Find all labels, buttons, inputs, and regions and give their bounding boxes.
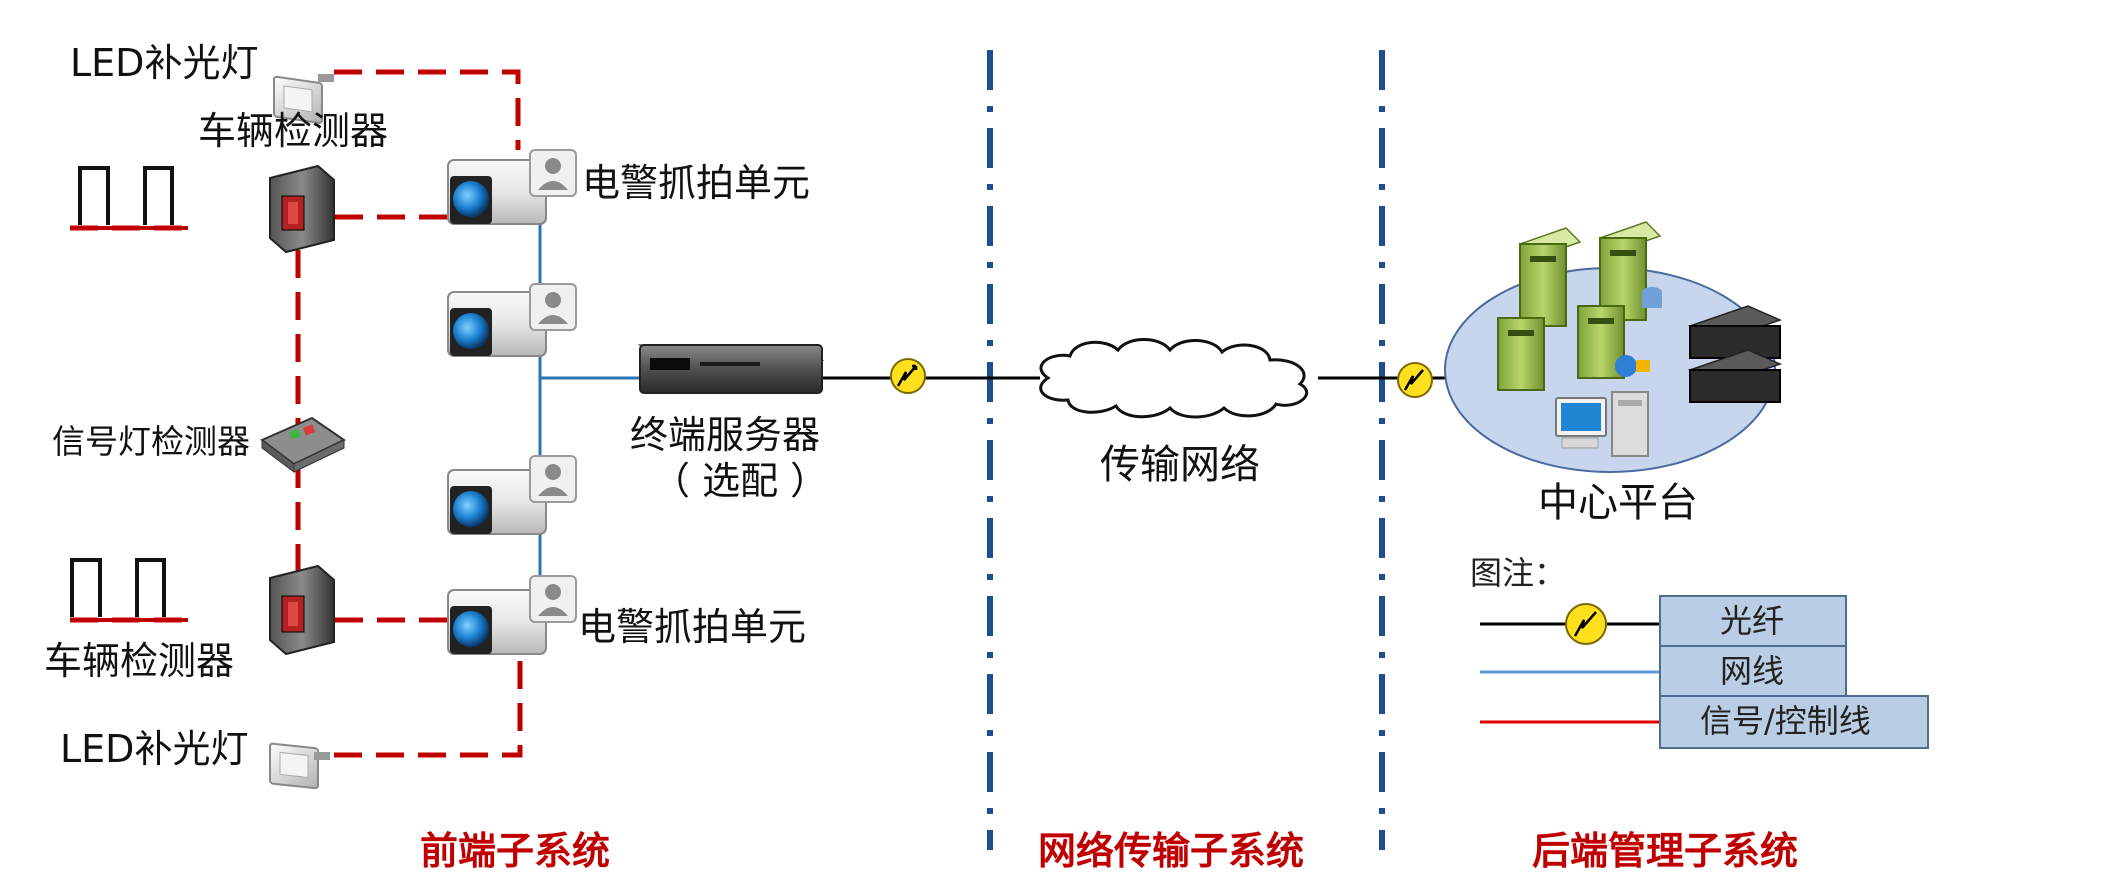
section-title-backend: 后端管理子系统	[1532, 829, 1798, 873]
vehicle-detector-label-bottom: 车辆检测器	[44, 639, 234, 683]
capture-unit-label-top: 电警抓拍单元	[582, 161, 810, 205]
section-title-front: 前端子系统	[420, 829, 610, 873]
fiber-coupler-icon	[1397, 362, 1433, 398]
ground-loop-icon	[70, 166, 188, 230]
legend: 图注： 光纤 网线 信号/控制线	[1470, 554, 1929, 749]
led-light-icon	[273, 74, 334, 124]
capture-camera-icon	[447, 455, 577, 535]
capture-unit-label-bottom: 电警抓拍单元	[578, 605, 806, 649]
led-light-label-top: LED补光灯	[70, 41, 258, 85]
vehicle-detector-icon	[269, 564, 335, 656]
capture-camera-icon	[447, 283, 577, 357]
led-light-label-bottom: LED补光灯	[60, 727, 248, 771]
legend-item-fiber: 光纤	[1720, 602, 1784, 640]
server-icon	[1518, 227, 1582, 327]
network-cable-lines	[538, 190, 645, 620]
terminal-server-label: 终端服务器	[630, 413, 820, 457]
server-icon	[1577, 305, 1650, 379]
center-platform-label: 中心平台	[1538, 480, 1698, 526]
terminal-server-note: （ 选配 ）	[652, 459, 828, 503]
terminal-server-icon	[637, 344, 825, 394]
section-title-network: 网络传输子系统	[1038, 829, 1304, 873]
server-icon	[1497, 317, 1545, 391]
computer-icon	[1555, 391, 1649, 457]
vehicle-detector-icon	[269, 164, 335, 254]
fiber-coupler-icon	[890, 358, 926, 394]
vehicle-detector-label-top: 车辆检测器	[198, 109, 388, 153]
capture-camera-icon	[447, 149, 577, 225]
legend-item-network-cable: 网线	[1720, 652, 1784, 690]
signal-detector-icon	[260, 416, 346, 473]
legend-title: 图注：	[1470, 554, 1566, 592]
signal-detector-label: 信号灯检测器	[52, 422, 250, 461]
cloud-network-icon	[1039, 338, 1309, 419]
legend-item-signal-control: 信号/控制线	[1700, 702, 1871, 740]
transport-network-label: 传输网络	[1100, 442, 1260, 488]
center-platform-group	[1444, 221, 1783, 473]
ground-loop-icon	[70, 558, 188, 622]
led-light-icon	[269, 742, 330, 790]
storage-icon	[1687, 305, 1783, 403]
fiber-coupler-icon	[1565, 603, 1607, 645]
capture-camera-icon	[447, 575, 577, 655]
